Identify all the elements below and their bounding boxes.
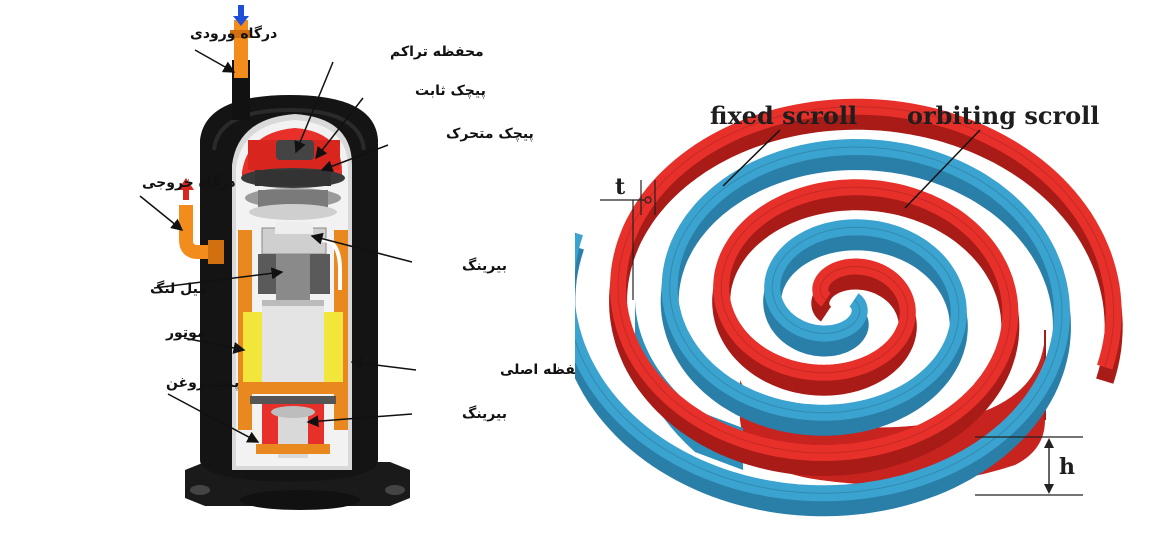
label-fixed-scroll-en: fixed scroll: [710, 101, 857, 130]
label-lower-bearing: بیرینگ: [462, 405, 507, 422]
compressor-cutaway-panel: درگاه ورودی محفظه تراکم پیچک ثابت پیچک م…: [139, 5, 575, 510]
orbiting-scroll-depth: [609, 111, 1123, 477]
cutaway-interior: [232, 114, 352, 470]
dimension-height: h: [975, 436, 1083, 496]
compressor-cutaway-figure: درگاه ورودی محفظه تراکم پیچک ثابت پیچک م…: [139, 5, 575, 510]
label-main-housing: محفظه اصلی: [500, 362, 575, 378]
fixed-scroll-spiral: [575, 138, 1070, 502]
dimension-thickness: t: [600, 174, 656, 300]
scroll-spiral-panel: t h fixed scroll orbiting scroll: [575, 0, 1150, 548]
label-height-h: h: [1059, 454, 1075, 480]
orbiting-scroll-spiral: [610, 98, 1122, 462]
label-outlet-port: درگاه خروجی: [142, 174, 236, 191]
inlet-pipe: [230, 5, 252, 120]
scroll-spiral-figure: t h fixed scroll orbiting scroll: [575, 98, 1123, 517]
label-motor: موتور: [165, 325, 206, 341]
label-inlet-port: درگاه ورودی: [190, 25, 277, 42]
label-orbiting-scroll-en: orbiting scroll: [907, 101, 1099, 130]
label-compression-chamber: محفظه تراکم: [390, 44, 484, 60]
orbiting-scroll-edge: [617, 106, 1115, 454]
spiral-group: [575, 98, 1123, 517]
fixed-scroll-depth: [575, 151, 1071, 517]
label-orbiting-scroll: پیچک متحرک: [446, 126, 534, 142]
label-upper-bearing: بیرینگ: [462, 257, 507, 274]
inlet-arrow-icon: [233, 16, 249, 26]
label-thickness-t: t: [615, 174, 626, 200]
outlet-arrow-icon: [178, 178, 194, 190]
label-crankshaft: میل لنگ: [150, 280, 207, 297]
outlet-pipe: [178, 178, 224, 264]
label-fixed-scroll: پیچک ثابت: [415, 83, 486, 99]
label-oil-pump: پمپ روغن: [166, 375, 239, 391]
fixed-scroll-edge: [575, 146, 1063, 494]
